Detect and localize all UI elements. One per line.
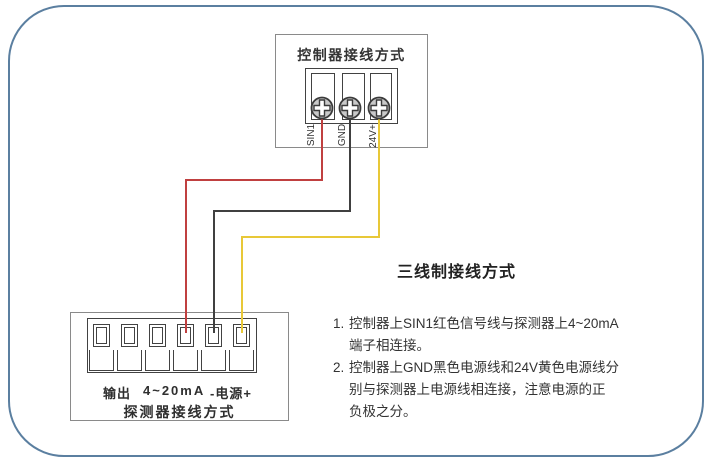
detector-channel xyxy=(201,350,226,371)
detector-terminal-5 xyxy=(205,324,222,347)
instruction-item-1: 1. 控制器上SIN1红色信号线与探测器上4~20mA 端子相连接。 xyxy=(333,316,619,353)
controller-terminal-3 xyxy=(370,73,392,120)
controller-terminal-1 xyxy=(311,73,335,120)
terminal-label-24v: 24V+ xyxy=(368,124,379,148)
detector-channel xyxy=(173,350,198,371)
controller-box: 控制器接线方式 xyxy=(275,34,428,148)
controller-terminal-block xyxy=(305,68,398,124)
detector-terminal-strip xyxy=(87,318,257,373)
detector-power-label: -电源+ xyxy=(210,386,252,401)
detector-channel xyxy=(89,350,114,371)
instruction-item-2: 2. 控制器上GND黑色电源线和24V黄色电源线分 别与探测器上电源线相连接，注… xyxy=(333,360,620,419)
instruction-1-line-1: 控制器上SIN1红色信号线与探测器上4~20mA xyxy=(349,316,619,331)
detector-terminal-6 xyxy=(233,324,250,347)
detector-output-label: 输出 xyxy=(103,386,132,401)
instructions-title: 三线制接线方式 xyxy=(397,264,517,281)
detector-terminal-4 xyxy=(177,324,194,347)
detector-range-label: 4~20mA xyxy=(143,383,206,398)
instructions-panel: 三线制接线方式 1. 控制器上SIN1红色信号线与探测器上4~20mA 端子相连… xyxy=(333,258,683,419)
instruction-2-line-2: 别与探测器上电源线相连接，注意电源的正 xyxy=(349,382,606,397)
instruction-2-line-1: 控制器上GND黑色电源线和24V黄色电源线分 xyxy=(349,360,620,375)
detector-channel xyxy=(117,350,142,371)
diagram-frame xyxy=(8,5,704,457)
instruction-2-line-3: 负极之分。 xyxy=(349,404,417,419)
instructions-list: 1. 控制器上SIN1红色信号线与探测器上4~20mA 端子相连接。 2. 控制… xyxy=(333,313,683,423)
detector-title: 探测器接线方式 xyxy=(123,404,236,420)
terminal-label-sin1: SIN1 xyxy=(306,123,317,147)
instruction-1-line-2: 端子相连接。 xyxy=(349,338,430,353)
detector-box: 输出 4~20mA -电源+ 探测器接线方式 xyxy=(70,312,289,421)
controller-terminal-2 xyxy=(342,73,365,120)
detector-channel xyxy=(229,350,254,371)
detector-terminal-2 xyxy=(121,324,138,347)
detector-channel xyxy=(145,350,170,371)
controller-title: 控制器接线方式 xyxy=(297,47,406,63)
terminal-label-gnd: GND xyxy=(337,123,348,147)
detector-terminal-1 xyxy=(93,324,110,347)
detector-terminal-3 xyxy=(149,324,166,347)
